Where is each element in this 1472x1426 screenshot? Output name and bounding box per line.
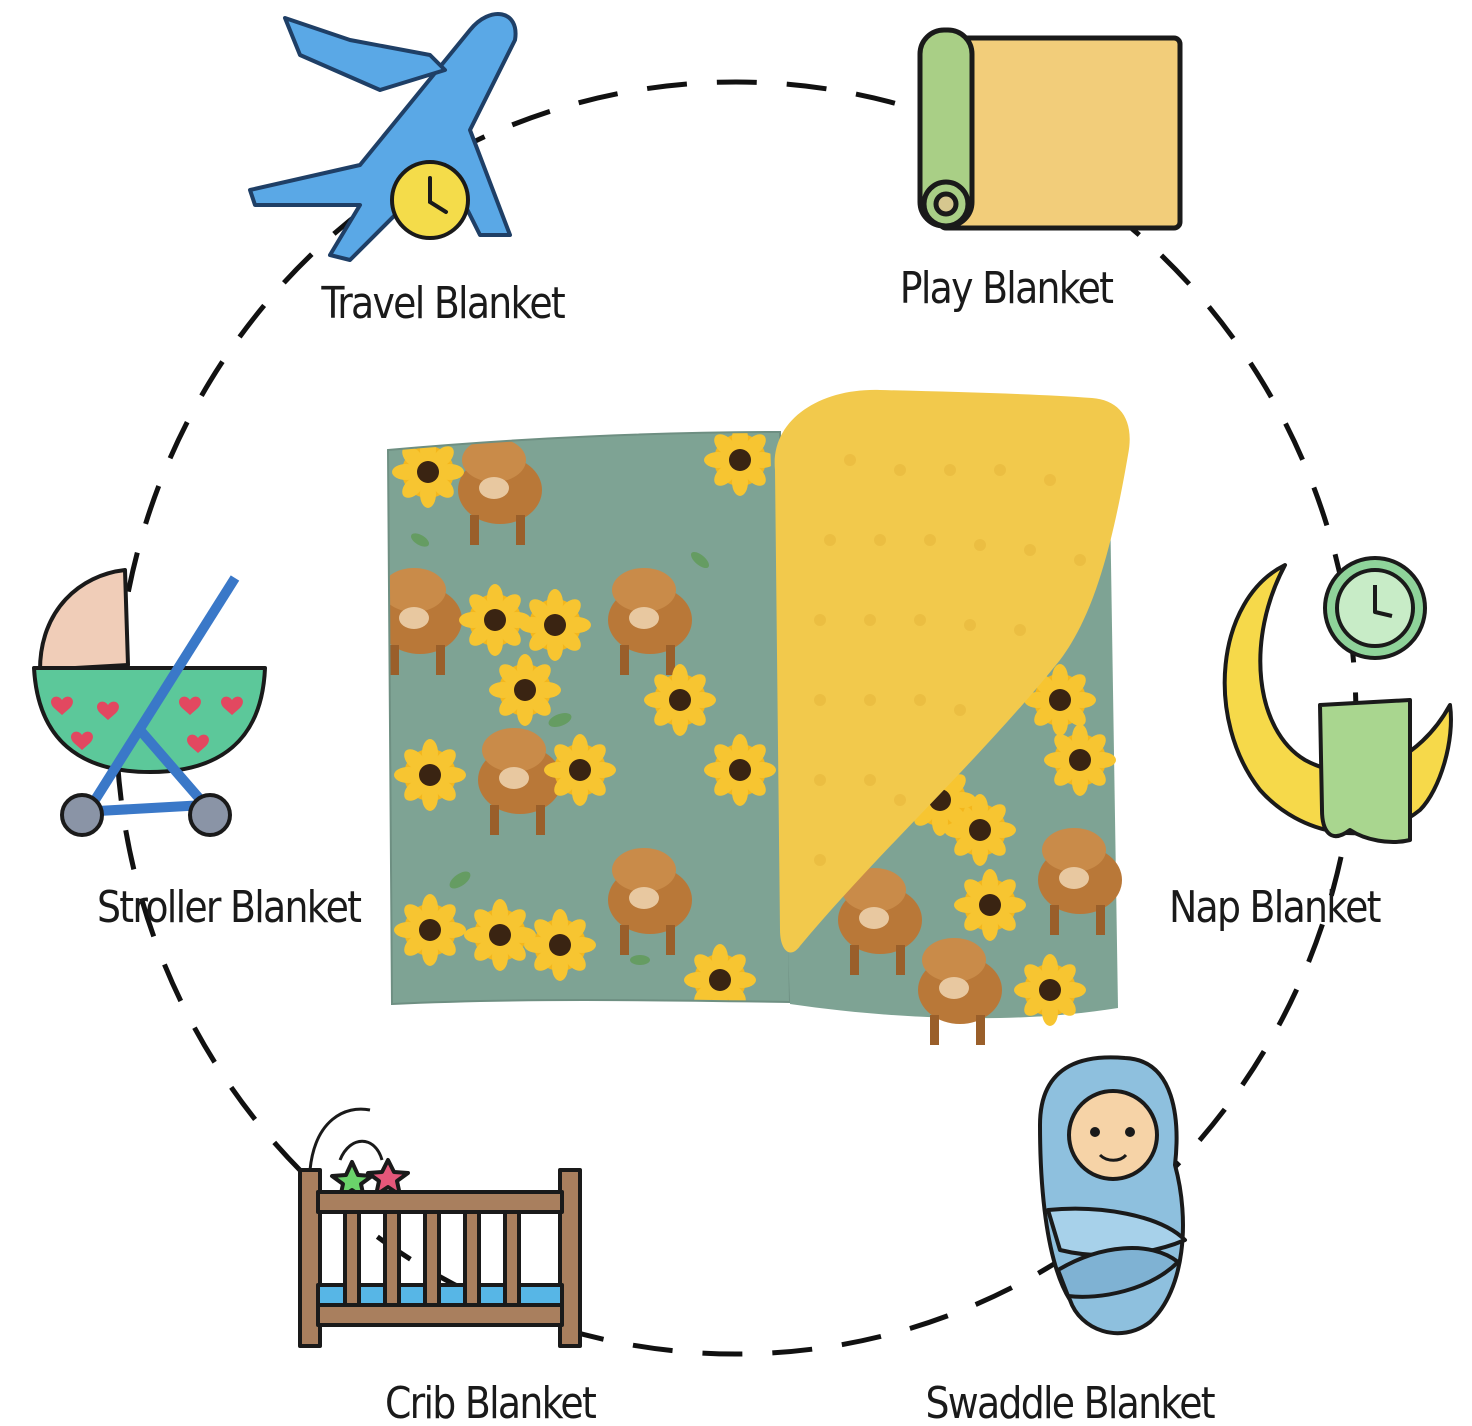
- baby-stroller-icon: [32, 568, 267, 837]
- minky-fold: [774, 389, 1130, 953]
- swaddled-baby-icon: [1038, 1055, 1187, 1336]
- moon-clock-blanket-icon: [1222, 556, 1453, 844]
- label-swaddle-blanket: Swaddle Blanket: [925, 1377, 1215, 1426]
- blanket-image: [386, 389, 1130, 1045]
- airplane-with-clock-icon: [248, 12, 518, 262]
- crib-with-mobile-icon: [298, 1107, 582, 1348]
- label-crib-blanket: Crib Blanket: [385, 1377, 597, 1426]
- label-stroller-blanket: Stroller Blanket: [97, 881, 362, 932]
- label-play-blanket: Play Blanket: [900, 262, 1114, 313]
- label-travel-blanket: Travel Blanket: [321, 277, 566, 328]
- label-nap-blanket: Nap Blanket: [1169, 881, 1381, 932]
- rolled-mat-icon: [917, 27, 1183, 231]
